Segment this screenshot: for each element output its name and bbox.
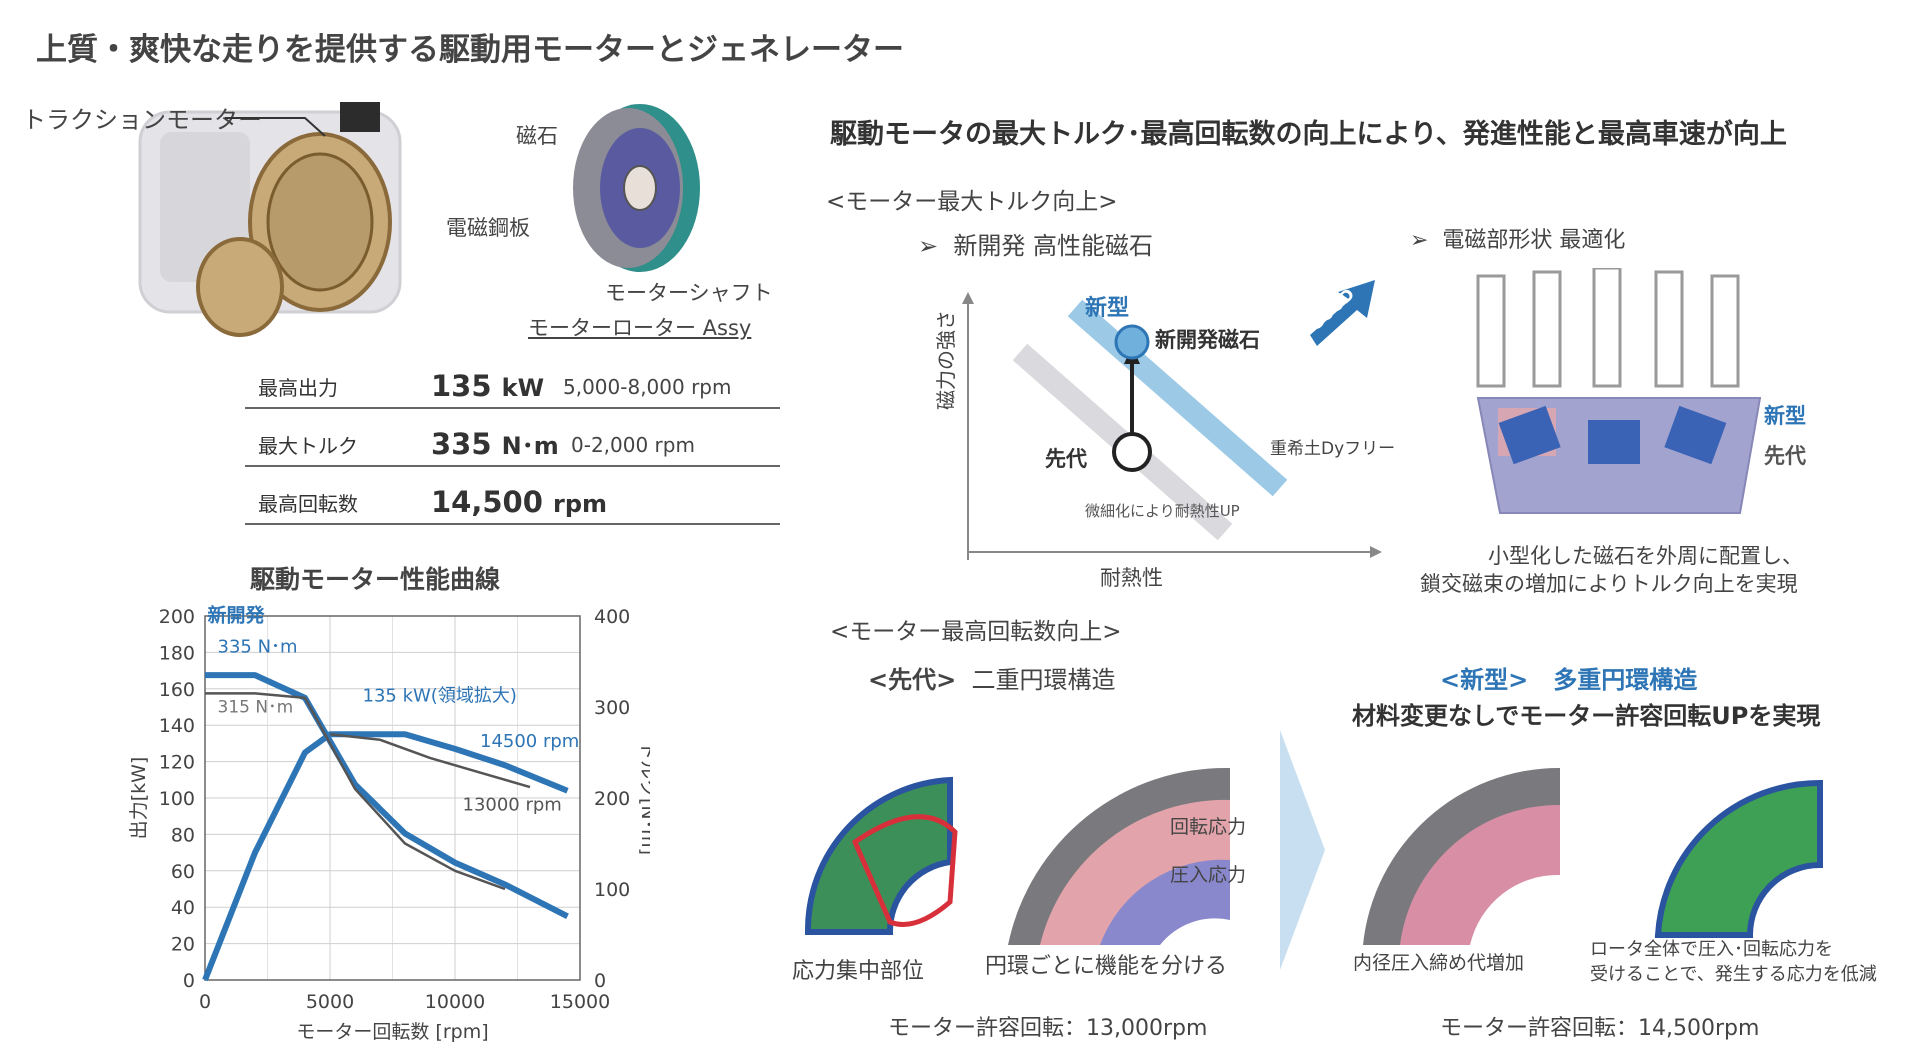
steel-plate-label: 電磁鋼板 [446, 216, 530, 240]
spec-name: 最高出力 [258, 376, 338, 400]
series-line-3 [329, 733, 531, 789]
series-line-0 [205, 672, 569, 919]
y2-axis-label: トルク[N･m] [637, 741, 650, 855]
ring-prev-image [1008, 767, 1230, 945]
bullet-arrow-icon: ➢ [1410, 228, 1443, 253]
y-tick-label: 100 [159, 788, 195, 810]
prev-structure: <先代> 二重円環構造 [868, 666, 1116, 694]
spec-row-max-speed: 最高回転数 14,500 rpm [245, 473, 780, 525]
bullet-magnet: ➢ 新開発 高性能磁石 [918, 232, 1154, 260]
x-tick-label: 15000 [550, 991, 610, 1013]
spec-value: 335 N･m [431, 427, 559, 461]
torque-heading: <モーター最大トルク向上> [826, 189, 1118, 215]
prev-allowable-speed: モーター許容回転：13,000rpm [888, 1016, 1208, 1041]
cross-prev-label: 先代 [1764, 444, 1806, 468]
traction-motor-image [138, 102, 402, 337]
plot-frame [204, 615, 581, 981]
x-tick-label: 10000 [425, 991, 485, 1013]
spec-range: 5,000-8,000 rpm [563, 375, 732, 399]
graph-x-label: 耐熱性 [1100, 566, 1163, 590]
speed-heading: <モーター最高回転数向上> [830, 619, 1122, 645]
bullet-arrow-icon: ➢ [918, 232, 954, 260]
traction-motor-label: トラクションモーター [22, 106, 262, 134]
y-tick-label: 80 [171, 824, 195, 846]
magnet-graph [962, 280, 1382, 560]
y2-tick-label: 400 [594, 606, 630, 628]
spec-name: 最高回転数 [258, 492, 358, 516]
magnet-label: 磁石 [516, 124, 558, 148]
y-tick-label: 120 [159, 752, 195, 774]
graph-y-label: 磁力の強さ [934, 310, 958, 410]
new-magnet-label: 新開発磁石 [1155, 328, 1260, 352]
whole-rotor-label-1: ロータ全体で圧入･回転応力を [1590, 939, 1833, 960]
spec-name: 最大トルク [258, 434, 358, 458]
cross-new-label: 新型 [1764, 404, 1806, 428]
cross-section-image [1476, 268, 1762, 514]
fine-label: 微細化により耐熱性UP [1085, 502, 1240, 520]
x-tick-label: 0 [199, 991, 211, 1013]
headline: 駆動モータの最大トルク･最高回転数の向上により、発進性能と最高車速が向上 [830, 119, 1787, 150]
spec-row-max-torque: 最大トルク 335 N･m 0-2,000 rpm [245, 415, 780, 467]
chart-annotation: 13000 rpm [463, 795, 562, 816]
previous-label: 先代 [1045, 447, 1087, 471]
fea-new-image [1654, 779, 1823, 938]
new-type-label: 新型 [1085, 296, 1130, 321]
y-tick-label: 140 [159, 715, 195, 737]
motor-rotor-image [573, 104, 700, 272]
y-tick-label: 20 [171, 934, 195, 956]
traction-motor-leader [225, 117, 326, 137]
ring-new-image [1363, 767, 1560, 945]
x-axis-label: モーター回転数 [rpm] [296, 1021, 488, 1043]
x-tick-label: 5000 [306, 991, 354, 1013]
y-tick-label: 0 [183, 970, 195, 992]
y-tick-label: 200 [159, 606, 195, 628]
y2-tick-label: 300 [594, 697, 630, 719]
bullet-shape: ➢ 電磁部形状 最適化 [1410, 228, 1626, 253]
series-line-1 [202, 731, 569, 982]
ring-function-label: 円環ごとに機能を分ける [985, 954, 1228, 979]
chart-annotation: 335 N･m [218, 636, 298, 657]
transition-arrow-icon [1280, 730, 1325, 970]
new-structure: <新型> 多重円環構造 [1440, 666, 1698, 694]
fea-prev-image [804, 776, 958, 935]
stress-concentration-label: 応力集中部位 [792, 959, 925, 984]
cross-caption-1: 小型化した磁石を外周に配置し、 [1488, 544, 1803, 568]
y2-tick-label: 200 [594, 788, 630, 810]
shaft-label: モーターシャフト [605, 281, 773, 305]
new-subtitle: 材料変更なしでモーター許容回転UPを実現 [1352, 702, 1821, 730]
new-allowable-speed: モーター許容回転：14,500rpm [1440, 1016, 1760, 1041]
y-tick-label: 180 [159, 642, 195, 664]
spec-value: 135 kW [431, 369, 545, 403]
y2-tick-label: 0 [594, 970, 606, 992]
y-tick-label: 40 [171, 897, 195, 919]
page-title: 上質・爽快な走りを提供する駆動用モーターとジェネレーター [36, 32, 904, 68]
chart-annotation: 315 N･m [218, 697, 294, 717]
chart-title: 駆動モーター性能曲線 [250, 565, 501, 594]
dy-free-label: 重希土Dyフリー [1270, 439, 1396, 459]
cross-caption-2: 鎖交磁束の増加によりトルク向上を実現 [1420, 572, 1798, 596]
rotor-assy-label: モーターローター Assy [528, 316, 752, 340]
whole-rotor-label-2: 受けることで、発生する応力を低減 [1590, 964, 1877, 985]
spec-value: 14,500 rpm [431, 485, 608, 519]
rotation-stress-label: 回転応力 [1170, 816, 1247, 838]
y2-tick-label: 100 [594, 879, 630, 901]
press-stress-label: 圧入応力 [1170, 864, 1247, 886]
chart-annotation: 135 kW(領域拡大) [363, 686, 517, 707]
chart-annotation: 14500 rpm [480, 731, 579, 752]
press-margin-label: 内径圧入締め代増加 [1353, 952, 1525, 974]
good-arrow-icon [1310, 280, 1375, 346]
series-line-2 [205, 692, 506, 891]
y-axis-label: 出力[kW] [128, 757, 150, 840]
y-tick-label: 160 [159, 679, 195, 701]
spec-range: 0-2,000 rpm [571, 433, 695, 457]
spec-row-max-output: 最高出力 135 kW 5,000-8,000 rpm [245, 357, 780, 409]
chart-annotation: 新開発 [208, 603, 266, 626]
y-tick-label: 60 [171, 861, 195, 883]
